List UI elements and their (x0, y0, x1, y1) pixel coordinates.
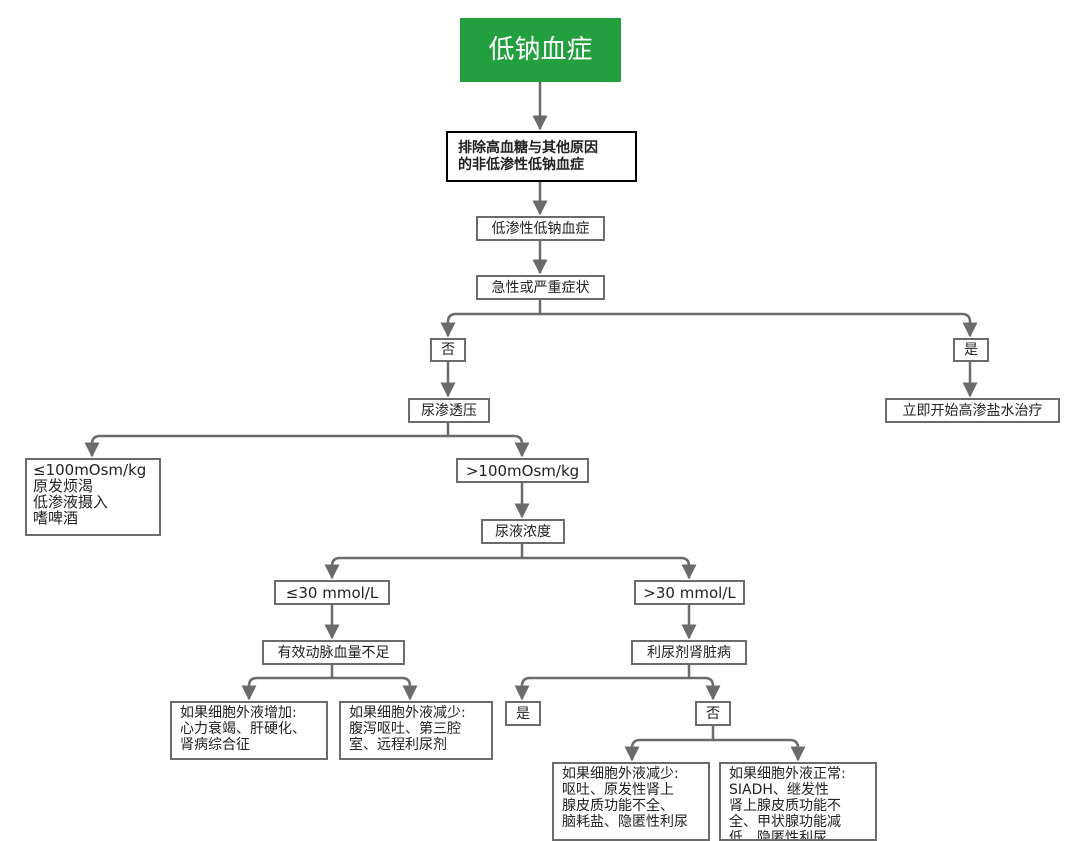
node-osm-high: >100mOsm/kg (456, 458, 589, 483)
edge-no2-decrease2 (624, 726, 715, 762)
edge-acute-yes1 (540, 312, 978, 338)
node-osm-low: ≤100mOsm/kg 原发烦渴 低渗液摄入 嗜啤酒 (25, 458, 161, 536)
node-urine-sodium: 尿液浓度 (481, 519, 565, 544)
node-ecf-decrease: 如果细胞外液减少: 腹泻呕吐、第三腔 室、远程利尿剂 (339, 701, 493, 760)
node-hypertonic-saline: 立即开始高渗盐水治疗 (885, 398, 1060, 423)
node-exclude-non-hypotonic: 排除高血糖与其他原因 的非低渗性低钠血症 (446, 131, 637, 182)
edge-acute-no1 (440, 300, 542, 338)
node-yes-1: 是 (953, 338, 989, 362)
edge-diuretic-no2 (689, 676, 721, 701)
node-hypotonic-hyponatremia: 低渗性低钠血症 (476, 216, 605, 241)
edge-diuretic-yes2 (514, 665, 691, 701)
edge-effective-increase (241, 665, 334, 701)
edge-urine-osm-low (84, 422, 450, 458)
node-na-high: >30 mmol/L (634, 580, 745, 605)
node-ecf-normal: 如果细胞外液正常: SIADH、继发性 肾上腺皮质功能不 全、甲状腺功能减 低、… (719, 762, 877, 841)
node-diuretic-renal: 利尿剂肾脏病 (631, 640, 747, 665)
edge-urine-osm-high (448, 434, 530, 458)
node-acute-severe-symptoms: 急性或严重症状 (476, 275, 605, 300)
node-no-1: 否 (430, 338, 466, 362)
node-yes-2: 是 (505, 701, 541, 726)
node-effective-arterial-volume: 有效动脉血量不足 (262, 640, 405, 665)
node-ecf-decrease-2: 如果细胞外液减少: 呕吐、原发性肾上 腺皮质功能不全、 脑耗盐、隐匿性利尿 (552, 762, 710, 841)
edge-urine-na-high (522, 556, 697, 580)
node-ecf-increase: 如果细胞外液增加: 心力衰竭、肝硬化、 肾病综合征 (170, 701, 328, 760)
node-urine-osmolality: 尿渗透压 (408, 398, 490, 423)
edge-effective-decrease (332, 676, 418, 701)
edge-urine-na-low (324, 544, 524, 580)
node-na-low: ≤30 mmol/L (274, 580, 390, 605)
node-hyponatremia: 低钠血症 (460, 18, 621, 82)
node-no-2: 否 (695, 701, 731, 726)
edge-no2-normal (713, 738, 806, 762)
